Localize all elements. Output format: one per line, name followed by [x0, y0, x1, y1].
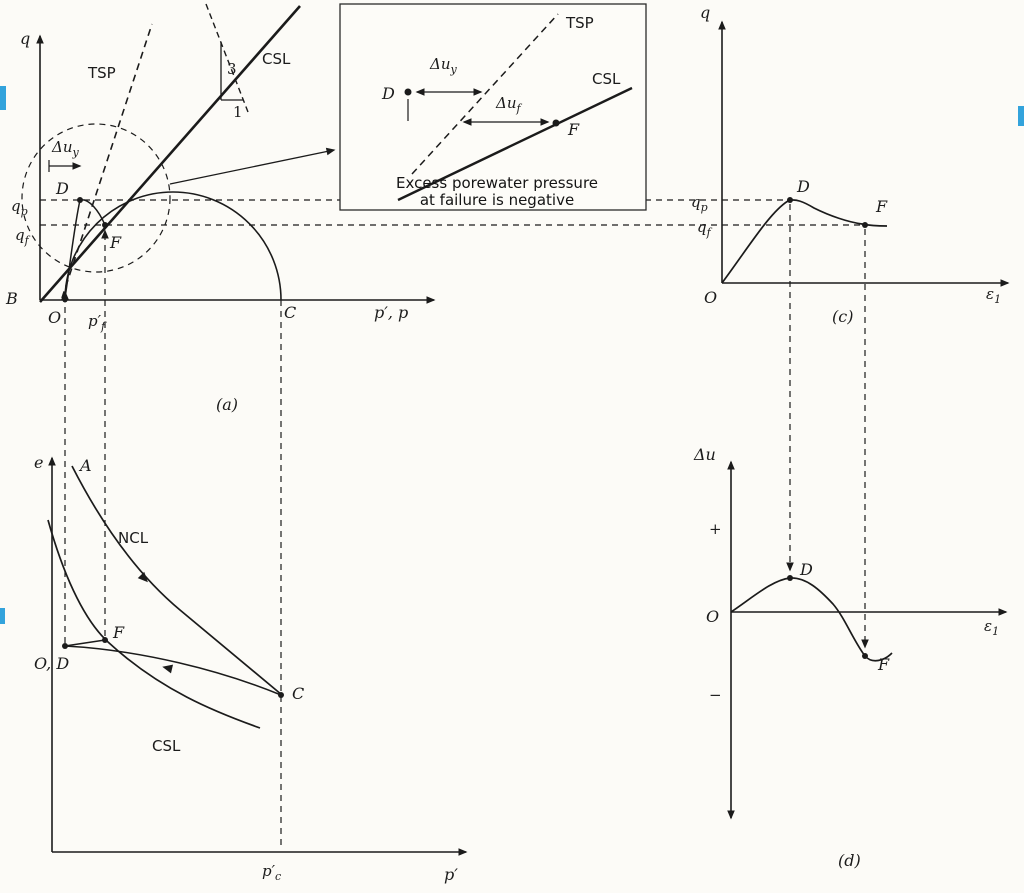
- panel-d-curve: [730, 577, 893, 662]
- csl-e-curve: [47, 519, 261, 729]
- panel-c-qp-label: qp: [691, 193, 708, 214]
- inset-point-f-label: F: [567, 120, 580, 139]
- panel-e-y-axis-label: e: [34, 453, 43, 472]
- panel-c-point-f-label: F: [875, 197, 888, 216]
- inset-point-f-dot: [552, 119, 560, 127]
- point-f-e-dot: [102, 637, 108, 643]
- panel-c-caption: (c): [832, 307, 853, 326]
- panel-a-point-c-label: C: [284, 303, 296, 322]
- point-c-e-dot: [278, 692, 284, 698]
- panel-c-point-d-dot: [787, 197, 793, 203]
- panel-d: Δu ε1 O + − D F (d): [693, 445, 1008, 870]
- point-f-dot: [102, 222, 108, 228]
- inset-csl-line: [397, 86, 633, 202]
- unloading-line: [64, 645, 282, 696]
- inset-tsp-label: TSP: [565, 14, 594, 32]
- point-od-dot: [62, 643, 68, 649]
- tsp-label: TSP: [87, 64, 116, 82]
- inset-duf-label: Δuf: [495, 94, 523, 115]
- zoom-circle: [21, 123, 171, 273]
- edge-artifact-left-top: [0, 86, 6, 110]
- panel-c-y-axis-label: q: [700, 3, 710, 22]
- edge-artifact-right: [1018, 106, 1024, 126]
- unloading-direction-arrow: [162, 664, 174, 674]
- point-a-label: A: [78, 456, 92, 475]
- panel-e: e p′ A NCL CSL O, D F C p′c: [34, 453, 468, 884]
- point-c-e-label: C: [292, 684, 304, 703]
- od-to-f-line: [64, 639, 106, 647]
- ncl-direction-arrow: [137, 571, 148, 583]
- csl-line: [39, 5, 301, 303]
- panel-c-qf-label: qf: [697, 218, 713, 239]
- panel-d-point-f-label: F: [877, 655, 890, 674]
- duy-label-a: Δuy: [51, 138, 80, 159]
- csl-label: CSL: [262, 50, 291, 68]
- inset-duy-label: Δuy: [429, 55, 458, 76]
- pf-axis-label: p′f: [88, 312, 107, 333]
- panel-a-point-b-label: B: [5, 289, 18, 308]
- slope-run-label: 1: [233, 103, 243, 121]
- panel-d-plus-label: +: [709, 520, 722, 538]
- point-d-dot: [77, 197, 83, 203]
- panel-c-origin-label: O: [704, 288, 717, 307]
- panel-d-minus-label: −: [709, 686, 722, 704]
- panel-c: q ε1 O D F qp qf (c): [691, 3, 1010, 326]
- qf-axis-label: qf: [15, 226, 31, 247]
- panel-c-curve: [721, 199, 888, 284]
- inset-point-d-label: D: [381, 84, 395, 103]
- point-f-e-label: F: [112, 623, 125, 642]
- edge-artifact-left-bottom: [0, 608, 5, 624]
- panel-a-p-axis-label: p′, p: [374, 303, 408, 322]
- panel-c-point-d-label: D: [796, 177, 810, 196]
- inset-csl-label: CSL: [592, 70, 621, 88]
- panel-d-point-f-dot: [862, 653, 868, 659]
- panel-d-y-axis-label: Δu: [693, 445, 716, 464]
- panel-a-caption: (a): [216, 395, 238, 414]
- panel-a-point-o-label: O: [48, 308, 61, 327]
- ncl-label: NCL: [118, 529, 149, 547]
- inset-leader-arrow: [169, 147, 336, 185]
- panel-d-point-d-dot: [787, 575, 793, 581]
- panel-c-x-axis-label: ε1: [986, 285, 1001, 306]
- point-od-label: O, D: [34, 654, 69, 673]
- inset-panel: TSP CSL D Δuy Δuf F Excess porewater pre…: [339, 3, 647, 211]
- panel-a-point-f-label: F: [109, 233, 122, 252]
- tsp-line: [61, 23, 153, 299]
- panel-a: q p′, p B O CSL TSP 3 1 D F C qp qf p′f …: [5, 3, 436, 414]
- slope-rise-label: 3: [227, 60, 237, 78]
- inset-point-d-dot: [404, 88, 412, 96]
- qp-axis-label: qp: [11, 197, 28, 218]
- inset-note-line2: at failure is negative: [420, 191, 574, 209]
- point-o-dot: [62, 297, 68, 303]
- panel-e-x-axis-label: p′: [444, 865, 458, 884]
- panel-c-point-f-dot: [862, 222, 868, 228]
- inset-note-line1: Excess porewater pressure: [396, 174, 598, 192]
- panel-d-point-d-label: D: [799, 560, 813, 579]
- panel-d-x-axis-label: ε1: [984, 617, 999, 638]
- ncl-curve: [71, 465, 283, 696]
- csl-e-label: CSL: [152, 737, 181, 755]
- panel-d-caption: (d): [838, 851, 861, 870]
- inset-tsp-line: [411, 13, 559, 175]
- edge-artifacts: [0, 86, 1024, 624]
- panel-a-q-axis-label: q: [20, 29, 30, 48]
- panel-a-point-d-label: D: [55, 179, 69, 198]
- panel-d-origin-label: O: [706, 607, 719, 626]
- pc-axis-label: p′c: [262, 862, 281, 883]
